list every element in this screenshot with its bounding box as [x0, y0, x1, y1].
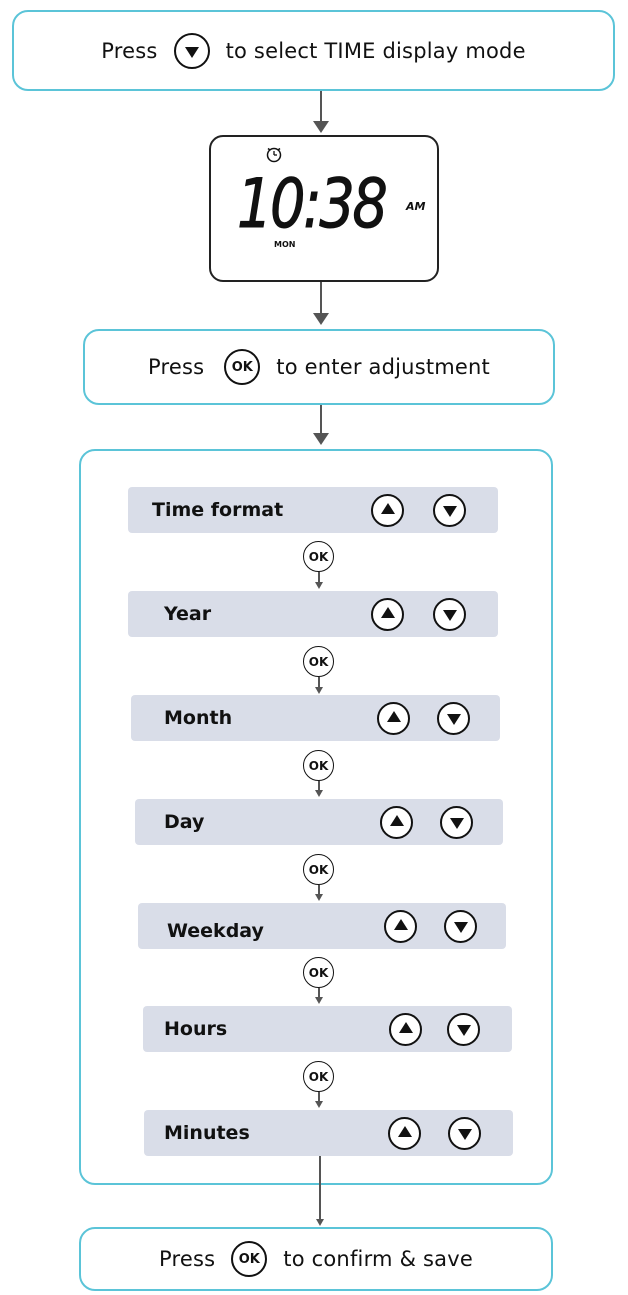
step2-box: Press OK to enter adjustment: [83, 329, 555, 405]
down-triangle-icon: [184, 46, 199, 58]
up-button[interactable]: [371, 597, 404, 631]
lcd-display: 10:38 AM MON: [209, 135, 439, 282]
down-button[interactable]: [433, 493, 466, 527]
down-button[interactable]: [448, 1116, 481, 1150]
step-arrow-head: [315, 894, 323, 901]
up-triangle-icon: [386, 711, 401, 722]
down-button[interactable]: [437, 701, 470, 735]
setting-label: Month: [164, 707, 233, 729]
step3-prefix: Press: [159, 1247, 216, 1271]
lcd-day: MON: [274, 240, 296, 249]
ok-step-icon: OK: [303, 541, 334, 572]
step-arrow-line: [318, 572, 320, 583]
step-arrow-head: [315, 582, 323, 589]
step-arrow-head: [315, 997, 323, 1004]
up-button[interactable]: [388, 1116, 421, 1150]
up-button[interactable]: [389, 1012, 422, 1046]
down-triangle-icon: [456, 1025, 471, 1036]
ok-step-icon: OK: [303, 646, 334, 677]
arrow-3-head: [313, 433, 329, 445]
step-arrow-head: [315, 1101, 323, 1108]
up-button[interactable]: [377, 701, 410, 735]
setting-row-day: Day: [135, 799, 503, 845]
step-arrow-line: [318, 988, 320, 998]
up-triangle-icon: [389, 815, 404, 826]
down-triangle-icon: [453, 922, 468, 933]
ok-step-icon: OK: [303, 750, 334, 781]
ok-button[interactable]: OK: [231, 1241, 268, 1277]
step1-box: Press to select TIME display mode: [12, 10, 615, 91]
down-triangle-icon: [446, 714, 461, 725]
up-button[interactable]: [371, 493, 404, 527]
step3-box: Press OK to confirm & save: [79, 1227, 553, 1291]
down-triangle-icon: [442, 506, 457, 517]
lcd-time: 10:38: [237, 165, 389, 245]
step-arrow-line: [318, 1092, 320, 1102]
up-button[interactable]: [380, 805, 413, 839]
down-triangle-icon: [457, 1129, 472, 1140]
arrow-2-head: [313, 313, 329, 325]
step-arrow-line: [318, 677, 320, 688]
ok-button[interactable]: OK: [224, 349, 261, 385]
step1-suffix: to select TIME display mode: [225, 38, 526, 63]
setting-row-year: Year: [128, 591, 498, 637]
setting-row-time-format: Time format: [128, 487, 498, 533]
arrow-3-line: [320, 405, 322, 435]
lcd-ampm: AM: [406, 200, 426, 213]
up-triangle-icon: [398, 1022, 413, 1033]
ok-step-icon: OK: [303, 1061, 334, 1092]
step2-suffix: to enter adjustment: [276, 355, 490, 379]
ok-step-icon: OK: [303, 957, 334, 988]
arrow-4-head: [316, 1219, 324, 1226]
arrow-1-head: [313, 121, 329, 133]
setting-label: Weekday: [167, 920, 264, 942]
down-button[interactable]: [173, 32, 210, 69]
step-arrow-line: [318, 781, 320, 791]
setting-label: Day: [164, 811, 205, 833]
up-triangle-icon: [380, 503, 395, 514]
alarm-clock-icon: [266, 147, 282, 163]
up-triangle-icon: [393, 919, 408, 930]
down-button[interactable]: [433, 597, 466, 631]
down-button[interactable]: [440, 805, 473, 839]
up-triangle-icon: [397, 1126, 412, 1137]
setting-row-hours: Hours: [143, 1006, 512, 1052]
setting-label: Hours: [164, 1018, 228, 1040]
arrow-1-line: [320, 91, 322, 123]
ok-step-icon: OK: [303, 854, 334, 885]
down-triangle-icon: [442, 610, 457, 621]
step1-prefix: Press: [101, 38, 158, 63]
setting-row-minutes: Minutes: [144, 1110, 513, 1156]
up-triangle-icon: [380, 607, 395, 618]
step-arrow-head: [315, 687, 323, 694]
setting-row-month: Month: [131, 695, 500, 741]
setting-label: Minutes: [164, 1122, 250, 1144]
down-triangle-icon: [449, 818, 464, 829]
step-arrow-head: [315, 790, 323, 797]
up-button[interactable]: [384, 909, 417, 943]
setting-label: Time format: [152, 499, 284, 521]
arrow-2-line: [320, 282, 322, 315]
down-button[interactable]: [447, 1012, 480, 1046]
arrow-4-line: [319, 1156, 321, 1220]
setting-row-weekday: Weekday: [138, 903, 506, 949]
setting-label: Year: [164, 603, 212, 625]
step2-prefix: Press: [148, 355, 205, 379]
step3-suffix: to confirm & save: [283, 1247, 473, 1271]
down-button[interactable]: [444, 909, 477, 943]
step-arrow-line: [318, 885, 320, 895]
